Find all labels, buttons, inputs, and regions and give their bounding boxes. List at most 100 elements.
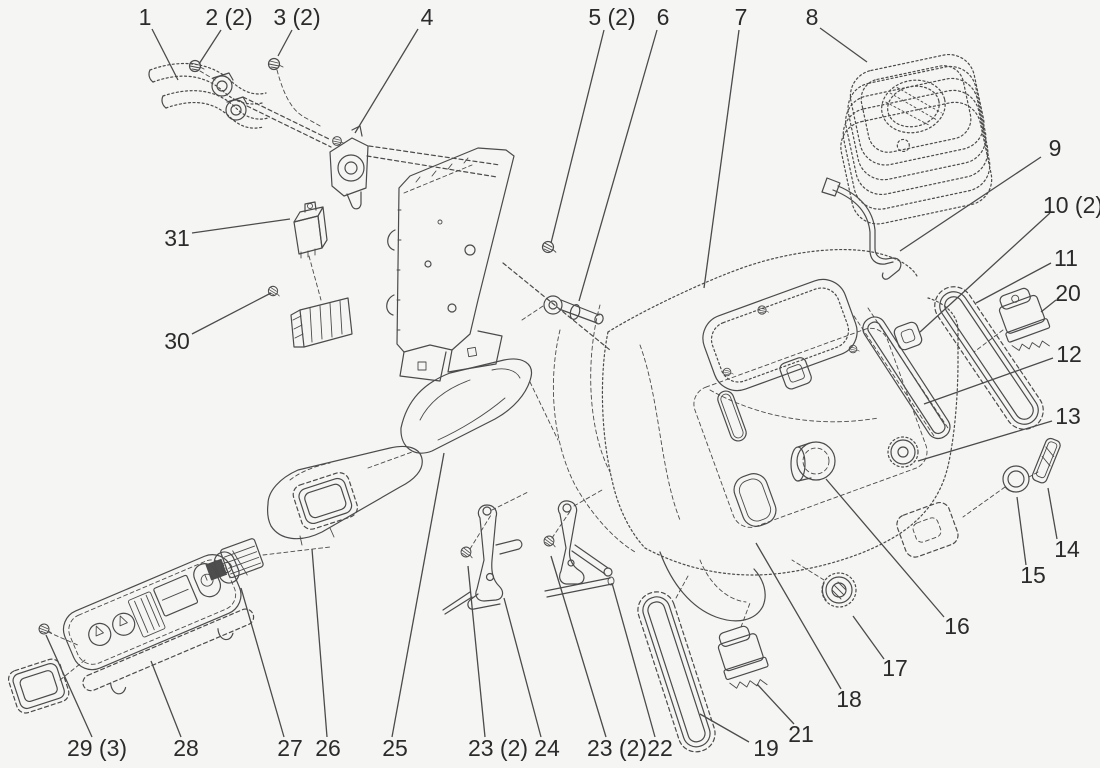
key-part-14 bbox=[1031, 437, 1061, 484]
callout-label-4: 4 bbox=[421, 4, 434, 30]
support-bracket-part bbox=[386, 147, 611, 382]
console-part-7 bbox=[552, 248, 959, 622]
callout-20: 20 bbox=[1040, 280, 1081, 313]
callout-leader-25 bbox=[391, 452, 445, 738]
callout-label-28: 28 bbox=[173, 735, 199, 761]
callout-31: 31 bbox=[164, 218, 291, 251]
callout-leader-12 bbox=[923, 357, 1054, 405]
callout-leader-16 bbox=[825, 478, 945, 618]
grommet-part-10 bbox=[779, 357, 812, 390]
ignition-switch-part-16 bbox=[790, 441, 836, 482]
callout-21: 21 bbox=[756, 683, 814, 747]
callout-label-26: 26 bbox=[315, 735, 341, 761]
callout-29: 29 (3) bbox=[45, 634, 127, 761]
callout-label-5: 5 (2) bbox=[588, 4, 635, 30]
callout-leader-13 bbox=[917, 420, 1053, 462]
callout-3: 3 (2) bbox=[273, 4, 321, 57]
callout-leader-23b bbox=[550, 555, 607, 738]
callout-leader-9 bbox=[899, 156, 1042, 252]
latch-part-24 bbox=[442, 491, 529, 615]
callout-leader-3 bbox=[277, 29, 293, 57]
callout-label-19: 19 bbox=[753, 735, 779, 761]
washer-part-13 bbox=[887, 436, 919, 468]
callout-leader-4 bbox=[354, 28, 419, 134]
cap-part-17 bbox=[791, 559, 857, 608]
rocker-switch-part-21 bbox=[717, 625, 769, 689]
trim-part-19 bbox=[637, 591, 716, 753]
callout-label-25: 25 bbox=[382, 735, 408, 761]
callout-label-2: 2 (2) bbox=[205, 4, 252, 30]
callout-leader-7 bbox=[703, 29, 740, 289]
callout-leader-20 bbox=[1040, 299, 1057, 313]
callout-leader-2 bbox=[198, 29, 222, 65]
key-link-line bbox=[1028, 471, 1039, 478]
pin-part-6 bbox=[521, 295, 604, 325]
callout-14: 14 bbox=[1047, 487, 1080, 562]
callout-leader-1 bbox=[151, 28, 179, 81]
callout-label-30: 30 bbox=[164, 328, 190, 354]
callout-10: 10 (2) bbox=[919, 192, 1100, 333]
callout-label-7: 7 bbox=[735, 4, 748, 30]
callout-28: 28 bbox=[150, 660, 199, 761]
callout-label-11: 11 bbox=[1054, 245, 1078, 271]
callout-leader-17 bbox=[852, 615, 885, 660]
callout-leader-23a bbox=[467, 565, 486, 738]
callout-27: 27 bbox=[240, 587, 303, 761]
cable-bracket-part-4 bbox=[329, 125, 369, 210]
callout-label-20: 20 bbox=[1055, 280, 1081, 306]
callout-leader-30 bbox=[191, 292, 272, 335]
callout-label-22: 22 bbox=[647, 735, 673, 761]
screw-part-3-icon bbox=[267, 57, 323, 128]
callout-label-9: 9 bbox=[1049, 135, 1062, 161]
bezel-align-line bbox=[59, 659, 86, 681]
callout-label-13: 13 bbox=[1055, 403, 1081, 429]
callout-leader-5 bbox=[550, 29, 605, 244]
callout-label-3: 3 (2) bbox=[273, 4, 320, 30]
callout-6: 6 bbox=[578, 4, 669, 302]
callout-leader-19 bbox=[699, 713, 750, 743]
relay-part-31 bbox=[293, 201, 328, 301]
callout-leader-26 bbox=[311, 548, 328, 738]
switch-27-align-line bbox=[262, 546, 331, 556]
callout-7: 7 bbox=[703, 4, 748, 289]
connector-part-30 bbox=[266, 284, 353, 348]
callout-label-14: 14 bbox=[1054, 536, 1080, 562]
callout-leader-24 bbox=[503, 597, 542, 738]
callout-label-1: 1 bbox=[139, 4, 152, 30]
latch-part-22 bbox=[541, 489, 615, 598]
grommet-part-10b bbox=[893, 321, 923, 351]
hose-clamp-part-2 bbox=[211, 72, 248, 121]
callout-label-31: 31 bbox=[164, 225, 190, 251]
switch-21-align-line bbox=[740, 602, 751, 628]
callout-18: 18 bbox=[755, 542, 862, 712]
panel-part-28 bbox=[62, 550, 255, 695]
callout-label-16: 16 bbox=[944, 613, 970, 639]
trim-19-align-line bbox=[675, 575, 689, 599]
trim-part-11 bbox=[934, 286, 1044, 430]
callout-label-18: 18 bbox=[836, 686, 862, 712]
callout-leader-10 bbox=[919, 212, 1051, 333]
callout-17: 17 bbox=[852, 615, 908, 681]
screw-part-5-icon bbox=[540, 239, 559, 256]
callout-22: 22 bbox=[611, 582, 673, 761]
screw-part-2-icon bbox=[188, 59, 216, 81]
callout-label-23b: 23 (2) bbox=[587, 735, 647, 761]
callout-30: 30 bbox=[164, 292, 272, 354]
switch-20-align-line bbox=[973, 329, 1004, 353]
callout-25: 25 bbox=[382, 452, 445, 761]
callout-label-23a: 23 (2) bbox=[468, 735, 528, 761]
callout-23b: 23 (2) bbox=[550, 555, 647, 761]
cover-part-26 bbox=[267, 445, 423, 546]
callout-11: 11 bbox=[975, 245, 1078, 304]
hose-part-1 bbox=[148, 63, 269, 129]
callout-label-12: 12 bbox=[1056, 341, 1082, 367]
callout-leader-27 bbox=[240, 587, 285, 738]
callout-24: 24 bbox=[503, 597, 560, 761]
callout-leader-14 bbox=[1047, 487, 1058, 540]
callout-leader-6 bbox=[578, 29, 658, 302]
callout-4: 4 bbox=[354, 4, 434, 134]
callout-leader-28 bbox=[150, 660, 182, 738]
